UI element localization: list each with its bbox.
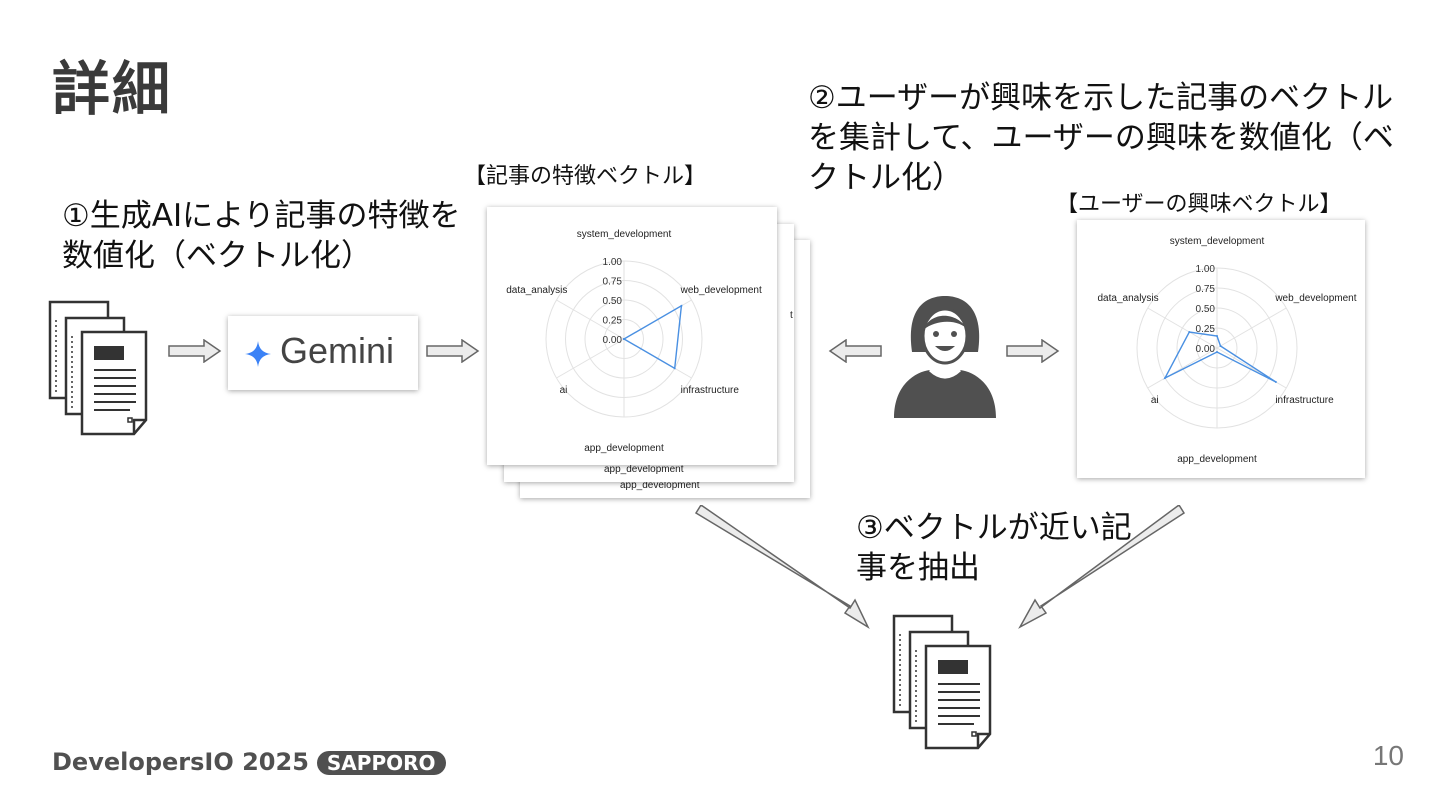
page-number: 10 [1372, 740, 1404, 771]
step3-text: ③ベクトルが近い記事を抽出 [856, 510, 1132, 586]
grid-spoke [1147, 347, 1218, 389]
category-label: ai [1151, 395, 1159, 406]
arrow-icon [828, 339, 882, 363]
tick-label: 0.25 [603, 316, 623, 327]
user-vector-label: 【ユーザーの興味ベクトル】 [1056, 192, 1342, 217]
category-label: web_development [680, 285, 762, 296]
category-label: infrastructure [1275, 395, 1334, 406]
tick-label: 0.00 [603, 335, 623, 346]
data-point [1188, 331, 1191, 333]
category-label: web_development [1274, 293, 1356, 304]
data-point [1164, 377, 1167, 379]
gemini-card: Gemini [228, 316, 418, 390]
tick-label: 1.00 [1196, 264, 1216, 275]
series-polygon [622, 304, 683, 370]
category-label: system_development [577, 229, 672, 240]
page-title: 詳細 [52, 55, 173, 123]
footer-brand: DevelopersIO 2025 SAPPORO [52, 748, 446, 776]
grid-spoke [1147, 307, 1218, 349]
arrow-icon [426, 339, 480, 363]
tick-label: 0.50 [1196, 304, 1216, 315]
data-point [1216, 351, 1218, 353]
category-label: ai [560, 385, 568, 396]
article-radar-chart: 1.00 0.75 0.50 0.25 0.00 system_developmentwe… [506, 229, 762, 454]
tick-label: 0.50 [603, 296, 623, 307]
footer-brand-text: DevelopersIO 2025 [52, 748, 309, 776]
tick-label: 0.75 [1196, 284, 1216, 295]
footer-badge: SAPPORO [316, 751, 446, 775]
arrow-icon [1006, 339, 1060, 363]
clipped-label: t [790, 310, 793, 321]
arrow-icon [694, 505, 1186, 629]
category-label: system_development [1170, 236, 1265, 247]
tick-label: 1.00 [603, 257, 623, 268]
category-label: app_development [584, 443, 664, 454]
user-radar-chart: 1.00 0.75 0.50 0.25 0.00 system_developmentwe… [1098, 236, 1357, 465]
grid-spoke [556, 338, 625, 379]
tick-label: 0.00 [1196, 344, 1216, 355]
user-avatar-icon [894, 296, 996, 418]
grid-spoke [556, 299, 625, 340]
series-polygon [1163, 331, 1277, 383]
data-point [1216, 335, 1218, 337]
step2-text: ②ユーザーが興味を示した記事のベクトルを集計して、ユーザーの興味を数値化（ベクト… [808, 80, 1394, 196]
category-label: data_analysis [1098, 293, 1159, 304]
category-label: app_development [1177, 454, 1257, 465]
grid-spoke [1216, 307, 1287, 349]
data-point [1219, 345, 1222, 347]
data-point [680, 304, 683, 307]
data-point [673, 367, 676, 370]
data-point [1274, 381, 1277, 383]
documents-stack-icon [48, 300, 148, 436]
category-label: infrastructure [681, 385, 740, 396]
arrow-icon [168, 339, 222, 363]
gemini-label: Gemini [280, 330, 395, 371]
tick-label: 0.25 [1196, 324, 1216, 335]
tick-label: app_development [604, 464, 684, 475]
data-point [623, 338, 625, 340]
step1-text: ①生成AIにより記事の特徴を数値化（ベクトル化） [62, 198, 461, 274]
documents-stack-icon [892, 614, 992, 750]
article-vector-label: 【記事の特徴ベクトル】 [464, 164, 707, 189]
category-label: data_analysis [506, 285, 567, 296]
tick-label: 0.75 [603, 277, 623, 288]
gemini-sparkle-icon [245, 341, 271, 367]
tick-label: app_development [620, 480, 700, 491]
